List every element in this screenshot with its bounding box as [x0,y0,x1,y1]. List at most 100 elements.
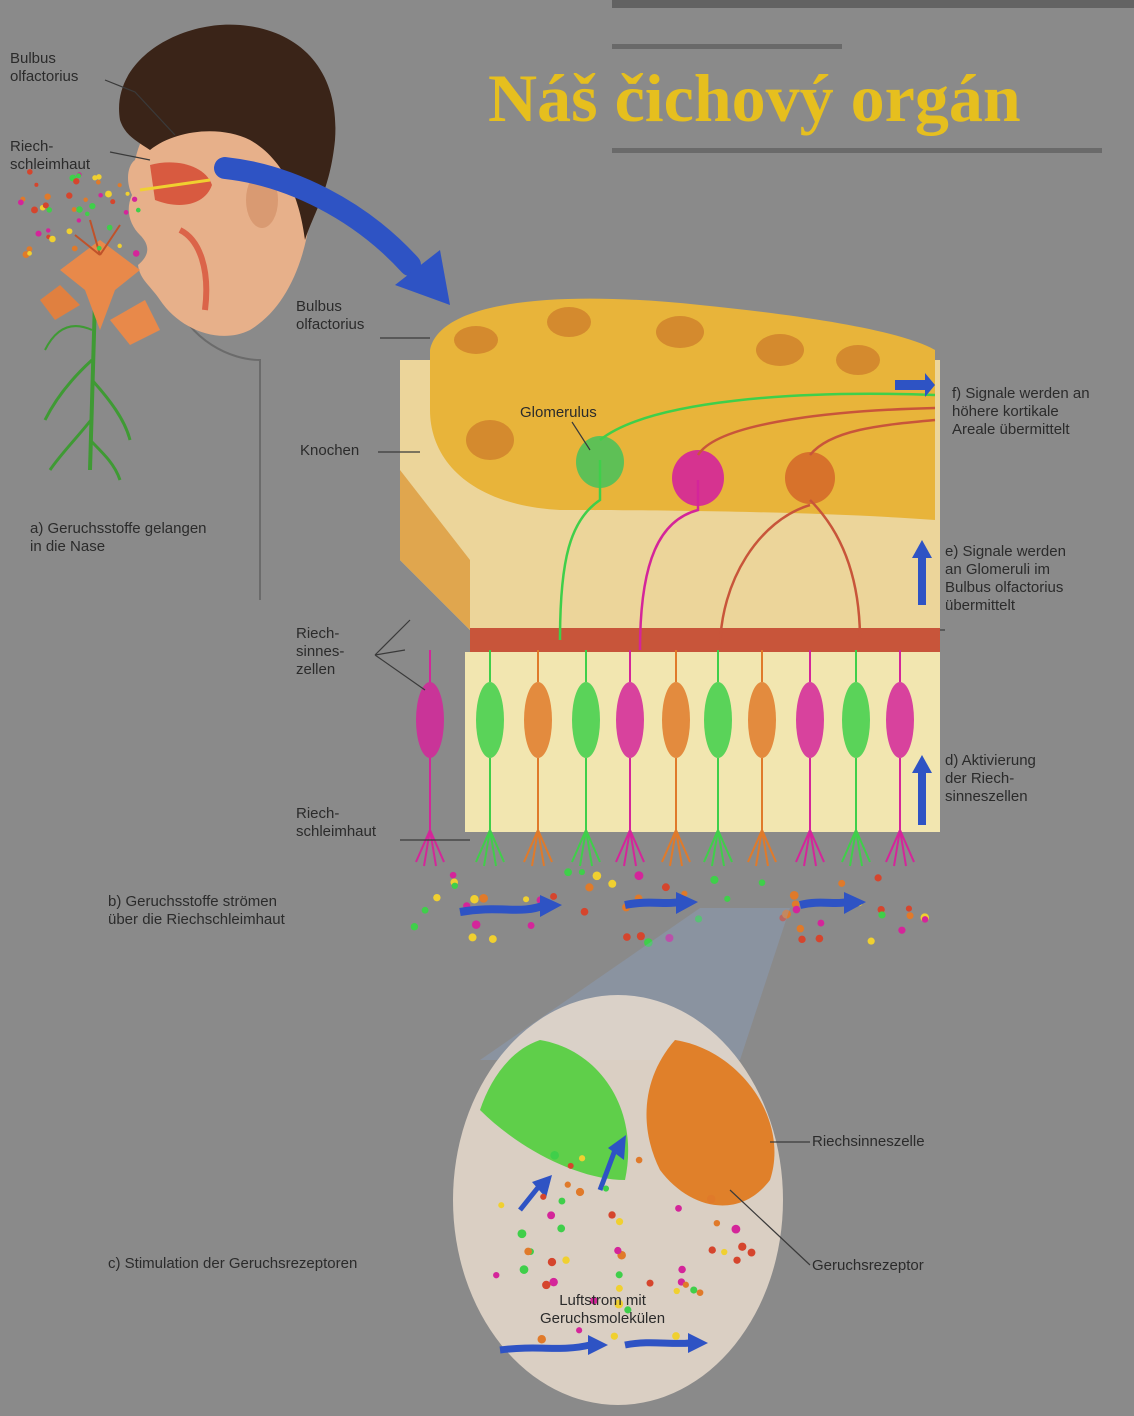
label-glomerulus: Glomerulus [520,404,597,422]
label-riechschleimhaut: Riech- schleimhaut [296,805,376,841]
particle [868,938,875,945]
particle [498,1202,504,1208]
particle [43,202,49,208]
particle [72,207,77,212]
particle [89,203,95,209]
particle [875,874,882,881]
particle [616,1285,623,1292]
particle [738,1243,746,1251]
particle [564,868,572,876]
particle [798,936,805,943]
particle [523,896,529,902]
particle [92,175,97,180]
particle [110,199,115,204]
particle [547,1211,555,1219]
label-bulbus-main: Bulbus olfactorius [296,298,364,334]
particle [817,920,824,927]
particle [634,871,643,880]
label-riechsinneszelle: Riechsinneszelle [812,1133,925,1151]
particle [97,246,102,251]
particle [105,191,112,198]
receptor-cell [662,682,690,758]
particle [550,1151,559,1160]
receptor-cell [616,682,644,758]
particle [540,1194,546,1200]
particle [126,192,130,196]
particle [469,933,477,941]
label-step-a: a) Geruchsstoffe gelangen in die Nase [30,520,207,556]
particle [593,871,602,880]
particle [524,1248,532,1256]
particle [67,228,73,234]
particle [136,208,141,213]
particle [77,218,81,222]
label-bulbus-head: Bulbus olfactorius [10,50,78,86]
page-title: Náš čichový orgán [488,58,1021,138]
particle [479,894,488,903]
label-step-e: e) Signale werden an Glomeruli im Bulbus… [945,543,1066,615]
particle [721,1249,727,1255]
particle [662,883,670,891]
particle [433,894,440,901]
particle [31,207,38,214]
particle [906,906,912,912]
particle [118,183,122,187]
particle [558,1198,565,1205]
particle [623,933,631,941]
receptor-cell [572,682,600,758]
particle [528,922,535,929]
particle [452,883,458,889]
particle [518,1229,527,1238]
particle [411,923,418,930]
particle [748,1249,756,1257]
particle [472,920,481,929]
label-step-f: f) Signale werden an höhere kortikale Ar… [952,385,1090,439]
particle [636,1157,643,1164]
particle [85,212,90,217]
magnified-view [453,995,783,1405]
particle [549,1278,557,1286]
receptor-cell [796,682,824,758]
particle [608,1211,615,1218]
particle [49,236,56,243]
particle [585,883,593,891]
particle [66,192,72,198]
particle [907,912,914,919]
particle [76,206,83,213]
particle [107,225,113,231]
particle [898,927,905,934]
receptor-cell [416,682,444,758]
particle [603,1186,609,1192]
scent-particles [18,169,141,258]
particle [34,183,38,187]
particle [675,1205,682,1212]
particle [450,872,457,879]
label-riechsinneszellen: Riech- sinnes- zellen [296,625,344,679]
particle [73,178,79,184]
receptor-cell [524,682,552,758]
particle [616,1271,623,1278]
particle [581,908,589,916]
particle [422,907,429,914]
particle [117,244,121,248]
label-luftstrom: Luftstrom mit Geruchsmolekülen [540,1292,665,1328]
particle [562,1256,569,1263]
particle [46,228,50,232]
particle [707,1195,716,1204]
receptor-cell [476,682,504,758]
label-step-b: b) Geruchsstoffe strömen über die Riechs… [108,893,285,929]
particle [98,193,103,198]
particle [732,1225,741,1234]
particle [579,869,585,875]
particle [697,1289,704,1296]
lily-illustration [40,220,160,480]
particle [724,896,730,902]
particle [797,925,805,933]
particle [714,1220,720,1226]
particle [608,880,616,888]
particle [647,1280,654,1287]
particle [709,1246,716,1253]
particle [683,1282,689,1288]
particle [922,916,928,922]
label-step-d: d) Aktivierung der Riech- sinneszellen [945,752,1036,806]
